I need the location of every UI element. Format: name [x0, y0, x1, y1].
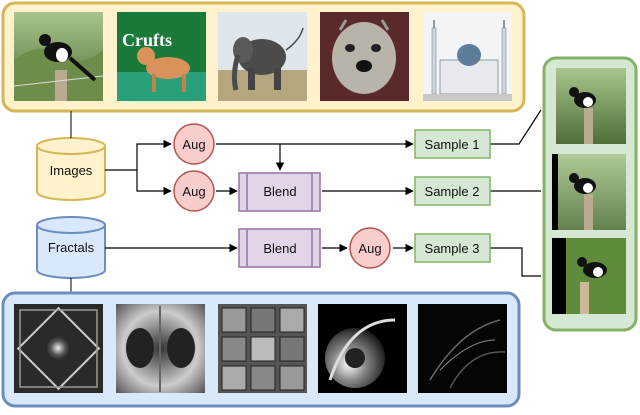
sample-2-label: Sample 2 [425, 184, 480, 199]
sample-thumbnail-2 [552, 154, 626, 230]
fractal-thumbnail-4 [318, 304, 407, 393]
fractals-label: Fractals [48, 240, 95, 255]
sample-3-label: Sample 3 [425, 241, 480, 256]
fractal-thumbnail-5 [418, 304, 507, 393]
sample-node-2: Sample 2 [414, 176, 491, 206]
sample-1-label: Sample 1 [425, 137, 480, 152]
blend-node-top: Blend [238, 172, 321, 212]
fractals-database: Fractals [36, 216, 106, 279]
fractal-thumbnail-3 [218, 304, 307, 393]
aug-middle-label: Aug [182, 184, 205, 199]
image-thumbnail-magpie [13, 12, 104, 101]
image-thumbnail-mosque [423, 12, 512, 101]
aug-bottom-label: Aug [358, 241, 381, 256]
sample-node-3: Sample 3 [414, 233, 491, 263]
sample-thumbnail-3 [552, 238, 626, 314]
image-thumbnail-dog: Crufts [117, 12, 206, 101]
images-database: Images [36, 137, 106, 201]
aug-node-top: Aug [173, 123, 215, 165]
blend-bottom-label: Blend [263, 241, 296, 256]
aug-node-bottom: Aug [349, 227, 391, 269]
sample-thumbnail-1 [556, 68, 626, 144]
blend-top-label: Blend [263, 184, 296, 199]
fractal-thumbnail-2 [116, 304, 205, 393]
edges [105, 109, 542, 277]
aug-top-label: Aug [182, 137, 205, 152]
image-thumbnail-terrier [320, 12, 409, 101]
image-thumbnail-elephant [218, 12, 307, 101]
fractal-thumbnail-1 [14, 304, 103, 393]
sample-node-1: Sample 1 [414, 129, 491, 159]
aug-node-middle: Aug [173, 170, 215, 212]
blend-node-bottom: Blend [238, 228, 321, 268]
crufts-logo-text: Crufts [122, 30, 172, 50]
images-label: Images [50, 163, 93, 178]
